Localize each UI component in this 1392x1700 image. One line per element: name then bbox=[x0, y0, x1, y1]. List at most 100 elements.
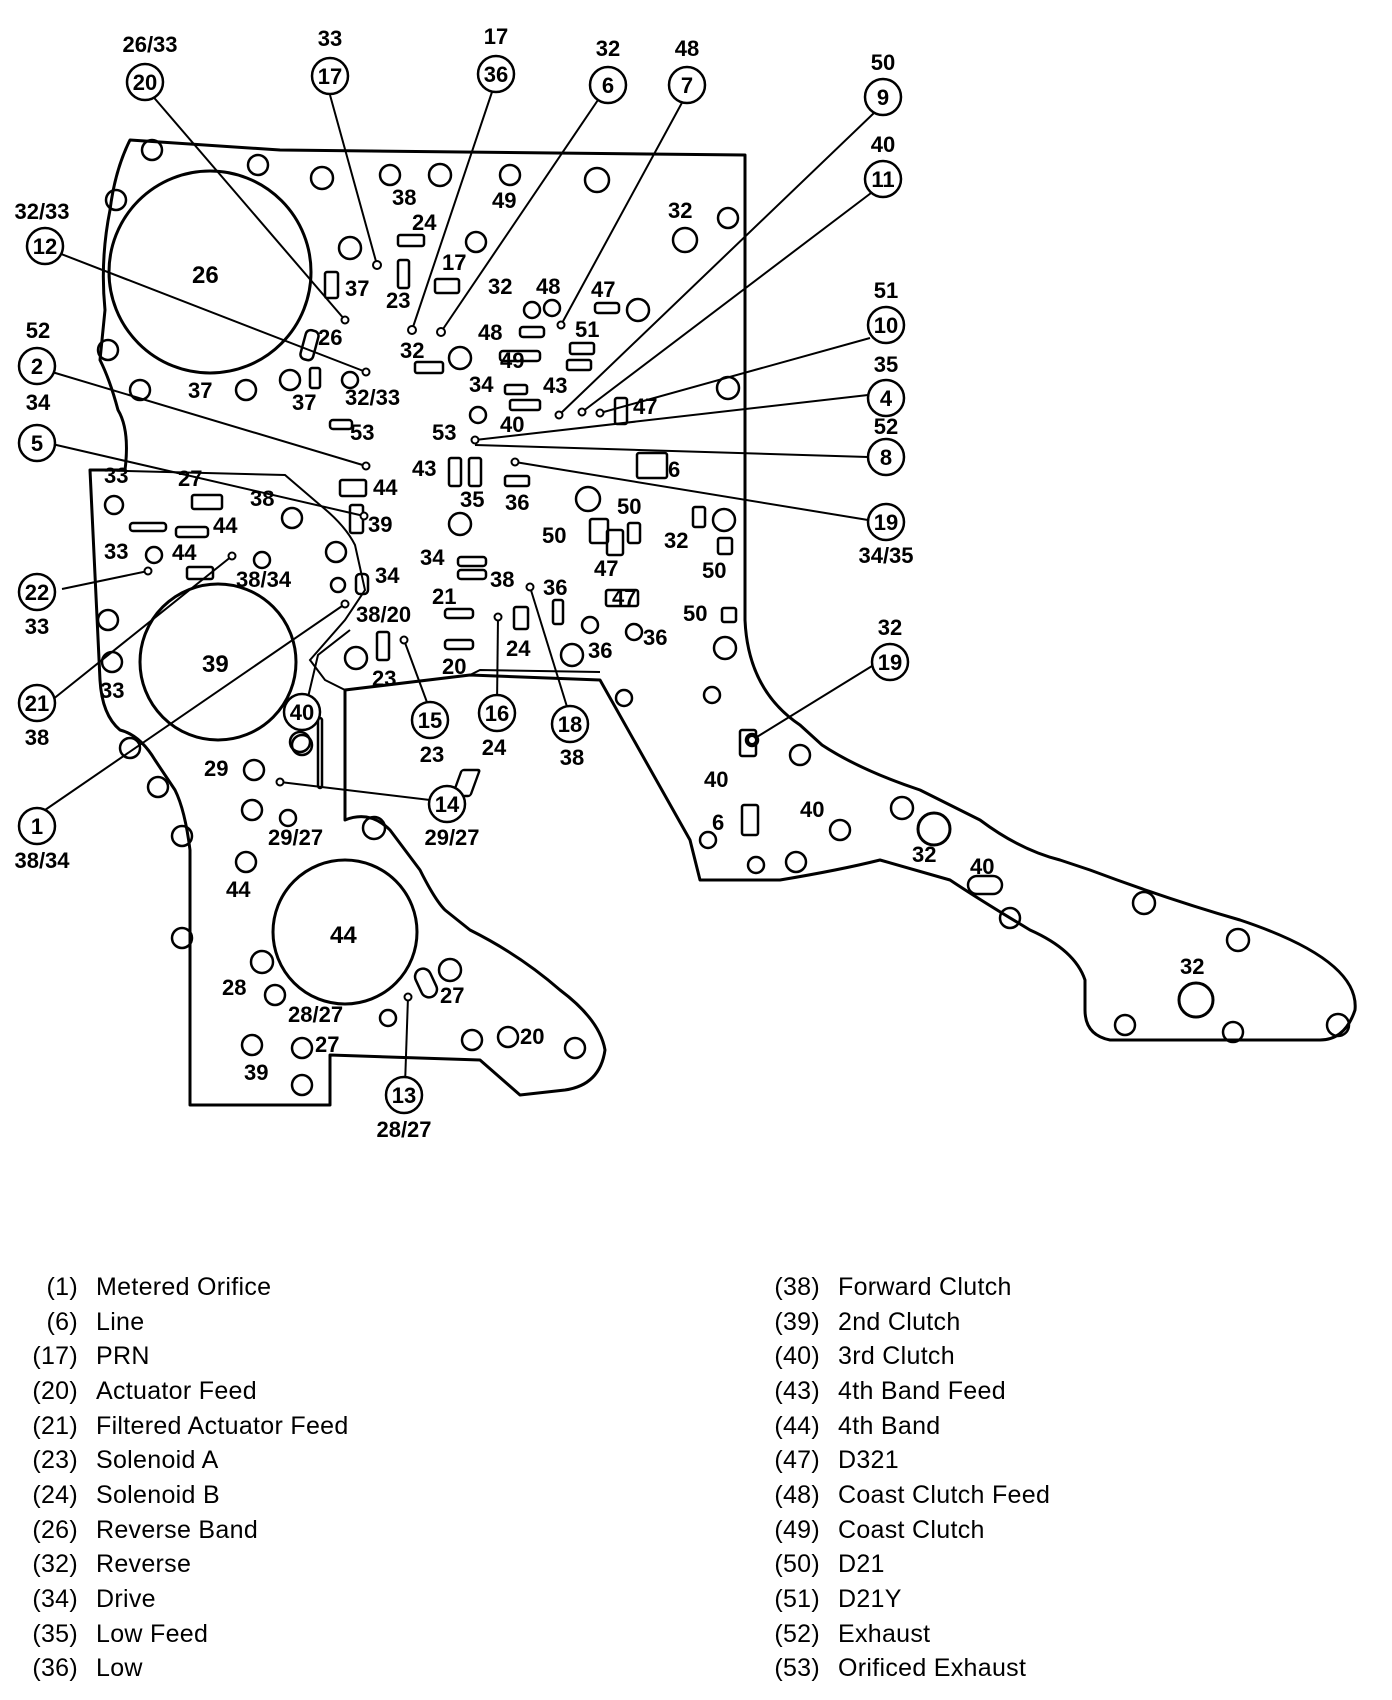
legend: (1)Metered Orifice(6)Line(17)PRN(20)Actu… bbox=[0, 1270, 1392, 1690]
legend-item: (52)Exhaust bbox=[760, 1617, 1050, 1652]
legend-item: (44)4th Band bbox=[760, 1409, 1050, 1444]
legend-name: Reverse bbox=[96, 1550, 192, 1579]
hole-label: 39 bbox=[244, 1060, 268, 1085]
hole-label: 26 bbox=[192, 262, 219, 289]
legend-name: 2nd Clutch bbox=[838, 1307, 961, 1336]
legend-number: (40) bbox=[774, 1342, 820, 1371]
hole bbox=[498, 163, 522, 187]
hole-label: 27 bbox=[440, 983, 464, 1008]
callout-num: 1 bbox=[31, 814, 43, 839]
hole bbox=[263, 983, 287, 1007]
hole bbox=[702, 685, 722, 705]
legend-number: (36) bbox=[32, 1654, 78, 1683]
legend-item: (21)Filtered Actuator Feed bbox=[18, 1409, 349, 1444]
slot bbox=[568, 341, 596, 356]
legend-item: (38)Forward Clutch bbox=[760, 1270, 1050, 1305]
callout-2: 52 2 bbox=[17, 318, 57, 386]
slot bbox=[512, 605, 530, 631]
slot bbox=[635, 451, 669, 480]
hole bbox=[290, 733, 314, 757]
hole bbox=[240, 798, 264, 822]
hole bbox=[343, 645, 369, 671]
hole-label: 32 bbox=[488, 274, 512, 299]
legend-name: Low Feed bbox=[96, 1619, 209, 1648]
hole bbox=[290, 1036, 314, 1060]
legend-name: Solenoid B bbox=[96, 1480, 220, 1509]
callout-code: 23 bbox=[420, 742, 444, 767]
hole bbox=[614, 688, 634, 708]
callout-code: 17 bbox=[484, 24, 508, 49]
hole bbox=[340, 370, 360, 390]
slot bbox=[966, 874, 1004, 896]
hole bbox=[96, 608, 120, 632]
callout-num: 36 bbox=[484, 62, 508, 87]
callout-5: 34 5 bbox=[17, 390, 57, 463]
callout-40: 40 bbox=[282, 692, 322, 732]
slot bbox=[565, 358, 593, 372]
legend-name: Coast Clutch Feed bbox=[838, 1480, 1051, 1509]
legend-number: (39) bbox=[774, 1307, 820, 1336]
hole bbox=[278, 808, 298, 828]
legend-name: 3rd Clutch bbox=[838, 1342, 955, 1371]
legend-number: (6) bbox=[46, 1307, 78, 1336]
legend-item: (47)D321 bbox=[760, 1443, 1050, 1478]
hole-label: 38/34 bbox=[236, 567, 292, 592]
callout-6: 32 6 bbox=[588, 36, 628, 105]
callout-4: 35 4 bbox=[866, 352, 906, 418]
legend-item: (32)Reverse bbox=[18, 1548, 349, 1583]
hole bbox=[427, 162, 453, 188]
callout-21: 21 38 bbox=[17, 683, 57, 750]
hole bbox=[574, 485, 602, 513]
callout-num: 9 bbox=[877, 85, 889, 110]
hole-label: 21 bbox=[432, 584, 456, 609]
callout-num: 10 bbox=[874, 313, 898, 338]
hole bbox=[447, 511, 473, 537]
slot bbox=[588, 517, 610, 545]
slot bbox=[443, 638, 475, 651]
hole bbox=[128, 378, 152, 402]
callouts: 26/33 20 33 17 17 36 32 6 48 7 50 9 bbox=[14, 24, 913, 1142]
hole bbox=[309, 165, 335, 191]
callout-code: 50 bbox=[871, 50, 895, 75]
callout-num: 13 bbox=[392, 1083, 416, 1108]
hole-label: 33 bbox=[100, 678, 124, 703]
callout-num: 22 bbox=[25, 580, 49, 605]
slot bbox=[174, 525, 210, 539]
hole-label: 32 bbox=[400, 338, 424, 363]
slot bbox=[190, 493, 224, 511]
slot bbox=[328, 418, 354, 431]
hole-label: 37 bbox=[188, 378, 212, 403]
slot bbox=[413, 360, 445, 375]
legend-item: (34)Drive bbox=[18, 1582, 349, 1617]
callout-19-32: 32 19 bbox=[870, 615, 910, 682]
callout-code: 32 bbox=[878, 615, 902, 640]
slot bbox=[518, 325, 546, 339]
hole-label: 23 bbox=[372, 666, 396, 691]
callout-code: 32 bbox=[596, 36, 620, 61]
hole-label: 32 bbox=[912, 842, 936, 867]
hole bbox=[559, 642, 585, 668]
hole-label: 44 bbox=[172, 540, 197, 565]
legend-number: (26) bbox=[32, 1515, 78, 1544]
callout-num: 14 bbox=[435, 792, 460, 817]
callout-19-34-35: 19 34/35 bbox=[858, 502, 914, 568]
plate-channel bbox=[344, 668, 601, 805]
callout-num: 7 bbox=[681, 73, 693, 98]
hole bbox=[242, 758, 266, 782]
legend-number: (35) bbox=[32, 1619, 78, 1648]
callout-num: 17 bbox=[318, 64, 342, 89]
callout-8: 52 8 bbox=[866, 414, 906, 477]
callout-num: 20 bbox=[133, 70, 157, 95]
hole bbox=[712, 635, 738, 661]
callout-code: 38 bbox=[560, 745, 584, 770]
valve-body-plate-diagram: 26 37 26 37 37 32/33 53 38 24 17 23 32 4… bbox=[14, 24, 1357, 1142]
hole bbox=[290, 1073, 314, 1097]
hole bbox=[234, 378, 258, 402]
callout-num: 11 bbox=[871, 167, 894, 192]
hole-label: 50 bbox=[617, 494, 641, 519]
callout-code: 33 bbox=[25, 614, 49, 639]
plate-outline bbox=[88, 138, 1357, 1107]
hole-label: 24 bbox=[412, 210, 437, 235]
legend-name: D321 bbox=[838, 1446, 899, 1475]
hole bbox=[170, 926, 194, 950]
